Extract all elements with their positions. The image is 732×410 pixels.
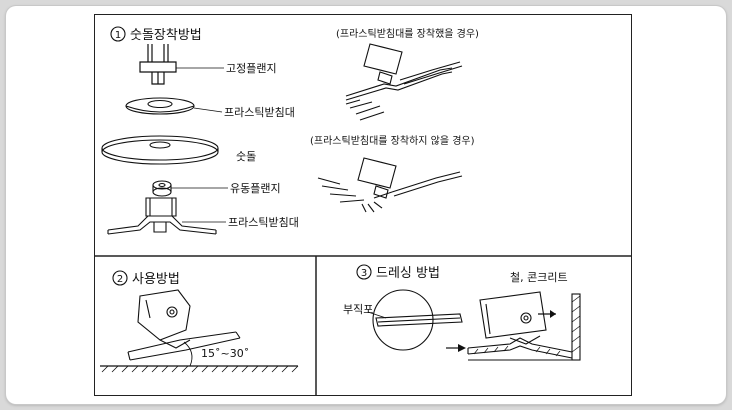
label-floating-flange: 유동플랜지 [230,182,281,195]
label-grinding-wheel: 숫돌 [236,150,256,163]
caption-without-pad: (프라스틱받침대를 장착하지 않을 경우) [310,134,475,147]
label-fixed-flange: 고정플랜지 [226,62,277,75]
label-plastic-pad-1: 프라스틱받침대 [224,106,295,119]
section-3-title: 드레싱 방법 [376,266,440,281]
usage-angle-label: 15˚~30˚ [201,347,249,360]
floating-flange-drawing [152,180,172,197]
assembled-wheel-drawing [107,197,217,235]
wall-label: 철, 콘크리트 [510,271,568,284]
section-2-number-circle [112,270,128,286]
grinding-wheel-drawing [101,135,219,165]
section-2-number: 2 [117,274,123,285]
section-usage: 2 사용방법 15˚~30˚ [100,270,299,373]
section-3-number-circle [356,264,372,280]
arrow-right-icon [550,310,556,318]
arrow-right-icon-2 [458,344,466,352]
section-dressing: 3 드레싱 방법 철, 콘크리트 부직포 [343,264,581,361]
plastic-pad-drawing [125,97,195,115]
caption-with-pad: (프라스틱받침대를 장착했을 경우) [336,27,479,40]
workpiece-inset-drawing [372,289,463,351]
workpiece-label: 부직포 [343,303,373,316]
section-1-title: 숫돌장착방법 [130,28,202,43]
usage-ground-hatching [101,365,299,373]
dressing-grinder-drawing [479,291,547,345]
angle-arc [183,341,193,367]
without-pad-drawing [317,157,463,213]
section-3-number: 3 [361,268,367,279]
fixed-flange-drawing [139,44,177,85]
section-2-title: 사용방법 [132,272,180,287]
section-1-number: 1 [115,30,121,41]
section-mounting: 1 숫돌장착방법 고정플랜지 프라스틱받침대 [101,26,479,235]
dressing-wheel-drawing [467,337,573,359]
section-1-number-circle [110,26,126,42]
with-pad-drawing [345,43,463,121]
label-plastic-pad-2: 프라스틱받침대 [228,216,299,229]
usage-grinder-drawing [127,289,241,361]
